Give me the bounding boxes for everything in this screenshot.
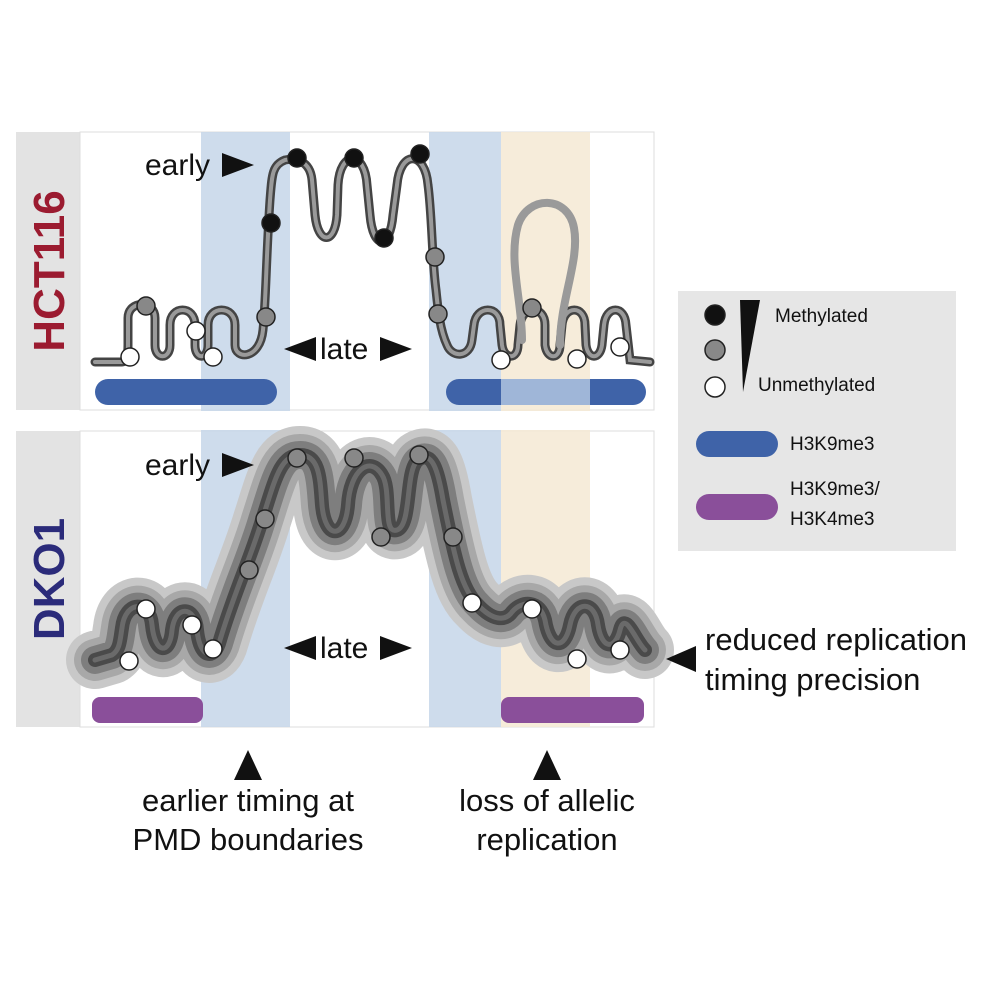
intermediate-dot-icon <box>704 339 726 361</box>
legend-unmethylated: Unmethylated <box>758 375 875 396</box>
cpg-dot <box>203 347 223 367</box>
cpg-dot <box>255 509 275 529</box>
top-late-label: late <box>320 333 368 366</box>
cpg-dot <box>409 445 429 465</box>
top-panel-label: HCT116 <box>25 190 74 351</box>
cpg-dot <box>287 148 307 168</box>
cpg-dot <box>136 296 156 316</box>
bottom-fiber-core <box>92 452 648 663</box>
panel-gap <box>80 411 654 430</box>
cpg-dot <box>371 527 391 547</box>
top-cpg-dots <box>120 144 630 370</box>
cpg-dot <box>610 640 630 660</box>
cpg-dot <box>428 304 448 324</box>
cpg-dot <box>203 639 223 659</box>
cpg-dot <box>256 307 276 327</box>
bottom-right-line2: replication <box>476 822 617 857</box>
bottom-left-line2: PMD boundaries <box>133 822 364 857</box>
bottom-right-arrow-icon <box>533 750 561 780</box>
gradient-wedge-icon <box>740 300 760 392</box>
cpg-dot <box>120 347 140 367</box>
cpg-dot <box>374 228 394 248</box>
cpg-dot <box>239 560 259 580</box>
h3k9me3-bar-top-left <box>95 379 277 405</box>
cpg-dot <box>261 213 281 233</box>
cpg-dot <box>136 599 156 619</box>
cpg-dot <box>443 527 463 547</box>
cpg-dot <box>522 599 542 619</box>
cpg-dot <box>182 615 202 635</box>
cpg-dot <box>287 448 307 468</box>
bottom-late-label: late <box>320 632 368 665</box>
legend: Methylated Unmethylated H3K9me3 H3K9me3/… <box>678 291 956 551</box>
bottom-left-arrow-icon <box>234 750 262 780</box>
bottom-early-label: early <box>145 449 210 482</box>
bottom-chromatin-fiber <box>66 426 674 689</box>
legend-h3k9me3-h3k4me3-line2: H3K4me3 <box>790 509 875 530</box>
right-annotation-line1: reduced replication <box>705 622 967 657</box>
top-histone-marks <box>95 379 646 405</box>
h3k9me3-bar-top-right-faded <box>501 379 590 405</box>
top-early-arrow-icon <box>222 153 254 177</box>
top-late-left-arrow-icon <box>284 337 316 361</box>
legend-h3k9me3-swatch <box>696 431 778 457</box>
right-annotation-line2: timing precision <box>705 662 920 697</box>
cpg-dot <box>491 350 511 370</box>
cpg-dot <box>344 148 364 168</box>
top-early-label: early <box>145 149 210 182</box>
cpg-dot <box>610 337 630 357</box>
cpg-dot <box>567 349 587 369</box>
bottom-annotations: earlier timing at PMD boundaries loss of… <box>133 750 635 857</box>
cpg-dot <box>522 298 542 318</box>
bottom-late-left-arrow-icon <box>284 636 316 660</box>
legend-h3k9me3-h3k4me3-swatch <box>696 494 778 520</box>
unmethylated-dot-icon <box>704 376 726 398</box>
right-annotation: reduced replication timing precision <box>666 622 967 697</box>
top-late-right-arrow-icon <box>380 337 412 361</box>
top-fiber-inner <box>93 156 652 364</box>
bottom-early-arrow-icon <box>222 453 254 477</box>
top-fiber-allelic-loop <box>510 198 580 349</box>
bottom-histone-marks <box>92 697 644 723</box>
legend-methylated: Methylated <box>775 306 868 327</box>
cpg-dot <box>567 649 587 669</box>
bottom-cpg-dots <box>119 445 630 671</box>
cpg-dot <box>186 321 206 341</box>
bottom-late-right-arrow-icon <box>380 636 412 660</box>
cpg-dot <box>425 247 445 267</box>
cpg-dot <box>119 651 139 671</box>
top-panel-label-bar <box>16 132 80 410</box>
legend-h3k9me3-h3k4me3-line1: H3K9me3/ <box>790 479 880 500</box>
h3k9-k4-bar-bottom-left <box>92 697 203 723</box>
top-chromatin-fiber <box>90 154 655 367</box>
bottom-panel-label: DKO1 <box>25 518 74 640</box>
cpg-dot <box>344 448 364 468</box>
bottom-left-line1: earlier timing at <box>142 783 354 818</box>
legend-h3k9me3: H3K9me3 <box>790 434 875 455</box>
methylated-dot-icon <box>704 304 726 326</box>
cpg-dot <box>462 593 482 613</box>
timing-labels: early late early late <box>145 149 412 665</box>
cpg-dot <box>410 144 430 164</box>
h3k9-k4-bar-bottom-right <box>501 697 644 723</box>
bottom-right-line1: loss of allelic <box>459 783 635 818</box>
bottom-panel-label-bar <box>16 431 80 727</box>
right-annotation-arrow-icon <box>666 646 696 672</box>
